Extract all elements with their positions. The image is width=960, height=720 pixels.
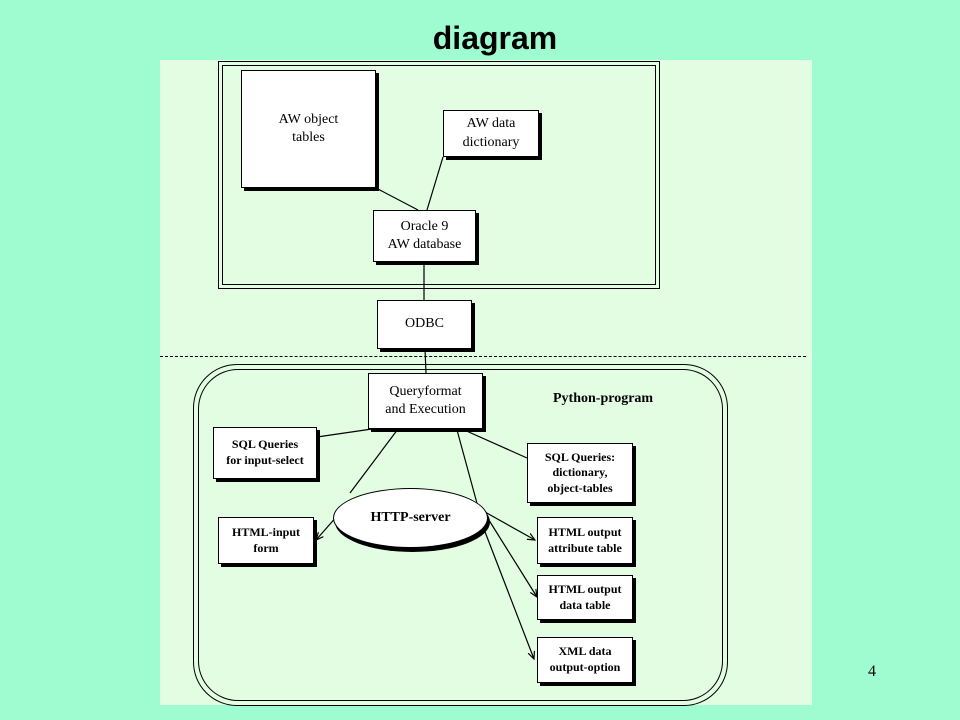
html-data-table-box: HTML output data table [537,575,633,620]
queryformat-box: Queryformat and Execution [368,373,483,429]
http-server-label: HTTP-server [370,510,451,525]
aw-object-tables-box: AW object tables [241,70,376,188]
sql-dictionary-box: SQL Queries: dictionary, object-tables [527,443,633,503]
sql-input-select-box: SQL Queries for input-select [213,427,317,479]
odbc-label: ODBC [405,316,444,332]
python-program-label: Python-program [553,391,654,406]
slide-title: diagram [432,20,558,56]
odbc-box: ODBC [377,300,472,349]
sql-dictionary-label: SQL Queries: dictionary, object-tables [544,449,616,495]
sql-input-select-label: SQL Queries for input-select [226,437,304,467]
python-program-frame [193,364,728,706]
aw-object-tables-label: AW object tables [278,112,339,146]
page-number: 4 [868,663,876,680]
oracle-database-box: Oracle 9 AW database [373,210,476,262]
database-frame-inner [222,65,656,285]
xml-output-box: XML data output-option [537,637,633,683]
queryformat-label: Queryformat and Execution [385,383,466,417]
html-input-form-label: HTML-input form [231,524,300,555]
tier-separator-line [160,356,806,357]
http-server-node: HTTP-server [333,488,488,548]
html-attribute-table-box: HTML output attribute table [537,517,633,564]
python-program-frame-inner [198,369,723,701]
aw-data-dictionary-label: AW data dictionary [462,116,520,150]
database-frame [218,61,660,289]
html-input-form-box: HTML-input form [218,517,314,564]
aw-data-dictionary-box: AW data dictionary [443,110,539,157]
html-data-table-label: HTML output data table [548,581,622,612]
html-attribute-table-label: HTML output attribute table [548,524,622,555]
oracle-database-label: Oracle 9 AW database [387,218,462,252]
xml-output-label: XML data output-option [549,644,621,674]
